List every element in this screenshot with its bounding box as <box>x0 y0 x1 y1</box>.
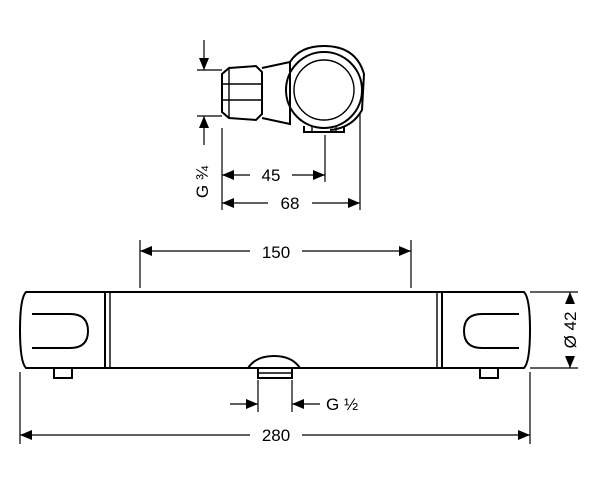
width-dimensions-top: 45 68 <box>221 112 361 213</box>
thread-label-g34: G ¾ <box>193 165 212 198</box>
spacing-dimension-150: 150 <box>139 240 412 288</box>
length-dimension-280: 280 <box>19 372 531 445</box>
thread-dimension-g12: G ½ <box>230 380 358 414</box>
dimension-label-diameter-42: Ø 42 <box>561 312 580 349</box>
dimension-label-280: 280 <box>262 426 290 445</box>
diameter-dimension-42: Ø 42 <box>530 291 580 369</box>
thread-label-g12: G ½ <box>326 395 358 414</box>
thread-dimension-g34: G ¾ <box>193 40 222 198</box>
front-view <box>18 291 532 379</box>
dimension-label-150: 150 <box>262 243 290 262</box>
side-view <box>221 44 366 133</box>
dimension-label-45: 45 <box>262 166 281 185</box>
dimension-label-68: 68 <box>281 194 300 213</box>
